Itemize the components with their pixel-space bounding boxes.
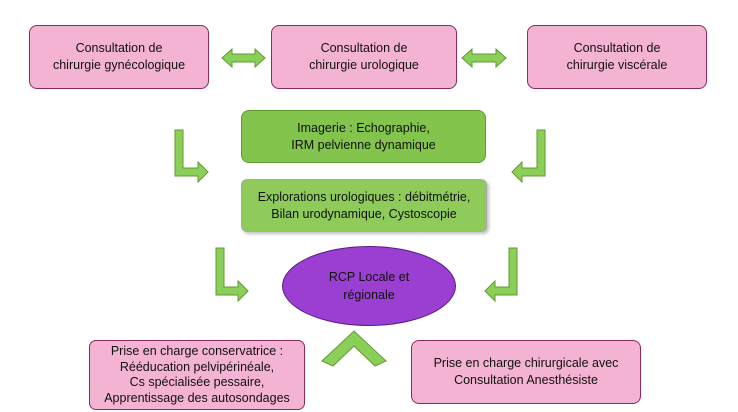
node-text-line: chirurgie viscérale [566, 58, 668, 72]
split-chevron-arrow [321, 330, 387, 367]
node-text-line: Cs spécialisée pessaire, [129, 375, 265, 389]
node-prise-en-charge-conservatrice: Prise en charge conservatrice : Rééducat… [89, 340, 305, 410]
node-text-line: Apprentissage des autosondages [104, 390, 290, 405]
node-text-line: régionale [343, 288, 395, 302]
node-text-line: Explorations urologiques : débitmétrie, [257, 189, 471, 204]
node-text-line: Consultation de [573, 41, 661, 55]
node-text-line: Consultation de [75, 41, 163, 55]
node-text-line: chirurgie urologique [309, 58, 419, 72]
double-arrow-gyneco-uro [221, 47, 266, 69]
node-explorations-urologiques: Explorations urologiques : débitmétrie, … [241, 179, 487, 232]
node-text-line: Consultation de [320, 41, 408, 55]
bent-arrow-right-lower [484, 247, 518, 303]
node-text-line: Bilan urodynamique, Cystoscopie [271, 206, 457, 221]
double-arrow-uro-visc [461, 47, 507, 69]
node-text-line: IRM pelvienne dynamique [291, 137, 436, 152]
bent-arrow-left-upper [174, 129, 209, 184]
node-text-line: Rééducation pelvipérinéale, [119, 359, 275, 374]
node-prise-en-charge-chirurgicale: Prise en charge chirurgicale avec Consul… [411, 340, 641, 404]
node-consultation-viscerale: Consultation de chirurgie viscérale [527, 25, 707, 89]
node-text-line: RCP Locale et [328, 270, 410, 284]
node-text-line: Prise en charge conservatrice : [110, 344, 284, 358]
node-imagerie: Imagerie : Echographie, IRM pelvienne dy… [241, 110, 486, 163]
node-text-line: Prise en charge chirurgicale avec [433, 356, 619, 370]
node-text-line: chirurgie gynécologique [52, 58, 186, 72]
node-text-line: Imagerie : Echographie, [297, 120, 430, 135]
node-text-line: Consultation Anesthésiste [454, 373, 598, 387]
node-consultation-gynecologique: Consultation de chirurgie gynécologique [29, 25, 209, 89]
bent-arrow-left-lower [215, 247, 249, 303]
node-rcp: RCP Locale et régionale [282, 246, 456, 326]
bent-arrow-right-upper [511, 129, 546, 184]
node-consultation-urologique: Consultation de chirurgie urologique [271, 25, 457, 89]
